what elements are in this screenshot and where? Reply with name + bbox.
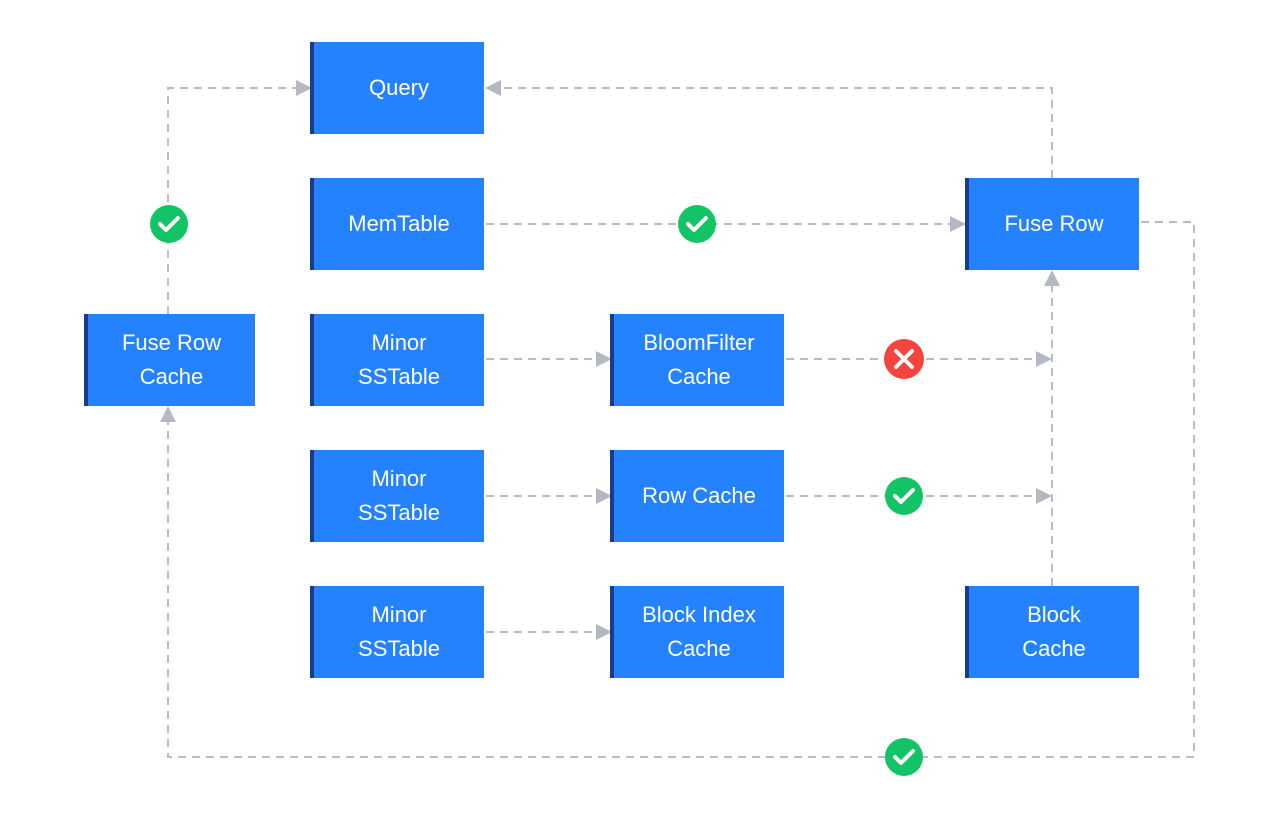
arrowhead-bloomfilter-to-column [1036,351,1052,367]
arrowhead-up-into-fuse-row [1044,270,1060,286]
node-fuse-row: Fuse Row [965,178,1139,270]
node-memtable: MemTable [310,178,484,270]
connector-fuse-row-to-query [502,87,1053,178]
node-block-cache: Block Cache [965,586,1139,678]
arrowhead-into-bloomfilter [596,351,612,367]
arrowhead-into-query-right [485,80,501,96]
connector-fuse-row-cache-to-query [167,87,296,314]
check-icon [150,205,188,243]
arrowhead-up-into-fuse-row-cache [160,406,176,422]
node-minor-sstable-1: Minor SSTable [310,314,484,406]
arrowhead-into-fuse-row [950,216,966,232]
node-bloomfilter-cache: BloomFilter Cache [610,314,784,406]
node-minor-sstable-2: Minor SSTable [310,450,484,542]
arrowhead-into-block-index [596,624,612,640]
node-block-index-cache: Block Index Cache [610,586,784,678]
arrowhead-row-cache-to-column [1036,488,1052,504]
check-icon [885,477,923,515]
check-icon [885,738,923,776]
check-icon [678,205,716,243]
node-row-cache: Row Cache [610,450,784,542]
arrowhead-into-query-left [296,80,312,96]
connector-fuse-row-to-fuse-row-cache [167,221,1195,758]
node-fuse-row-cache: Fuse Row Cache [84,314,255,406]
node-query: Query [310,42,484,134]
arrowhead-into-row-cache [596,488,612,504]
cross-icon [884,339,924,379]
node-minor-sstable-3: Minor SSTable [310,586,484,678]
